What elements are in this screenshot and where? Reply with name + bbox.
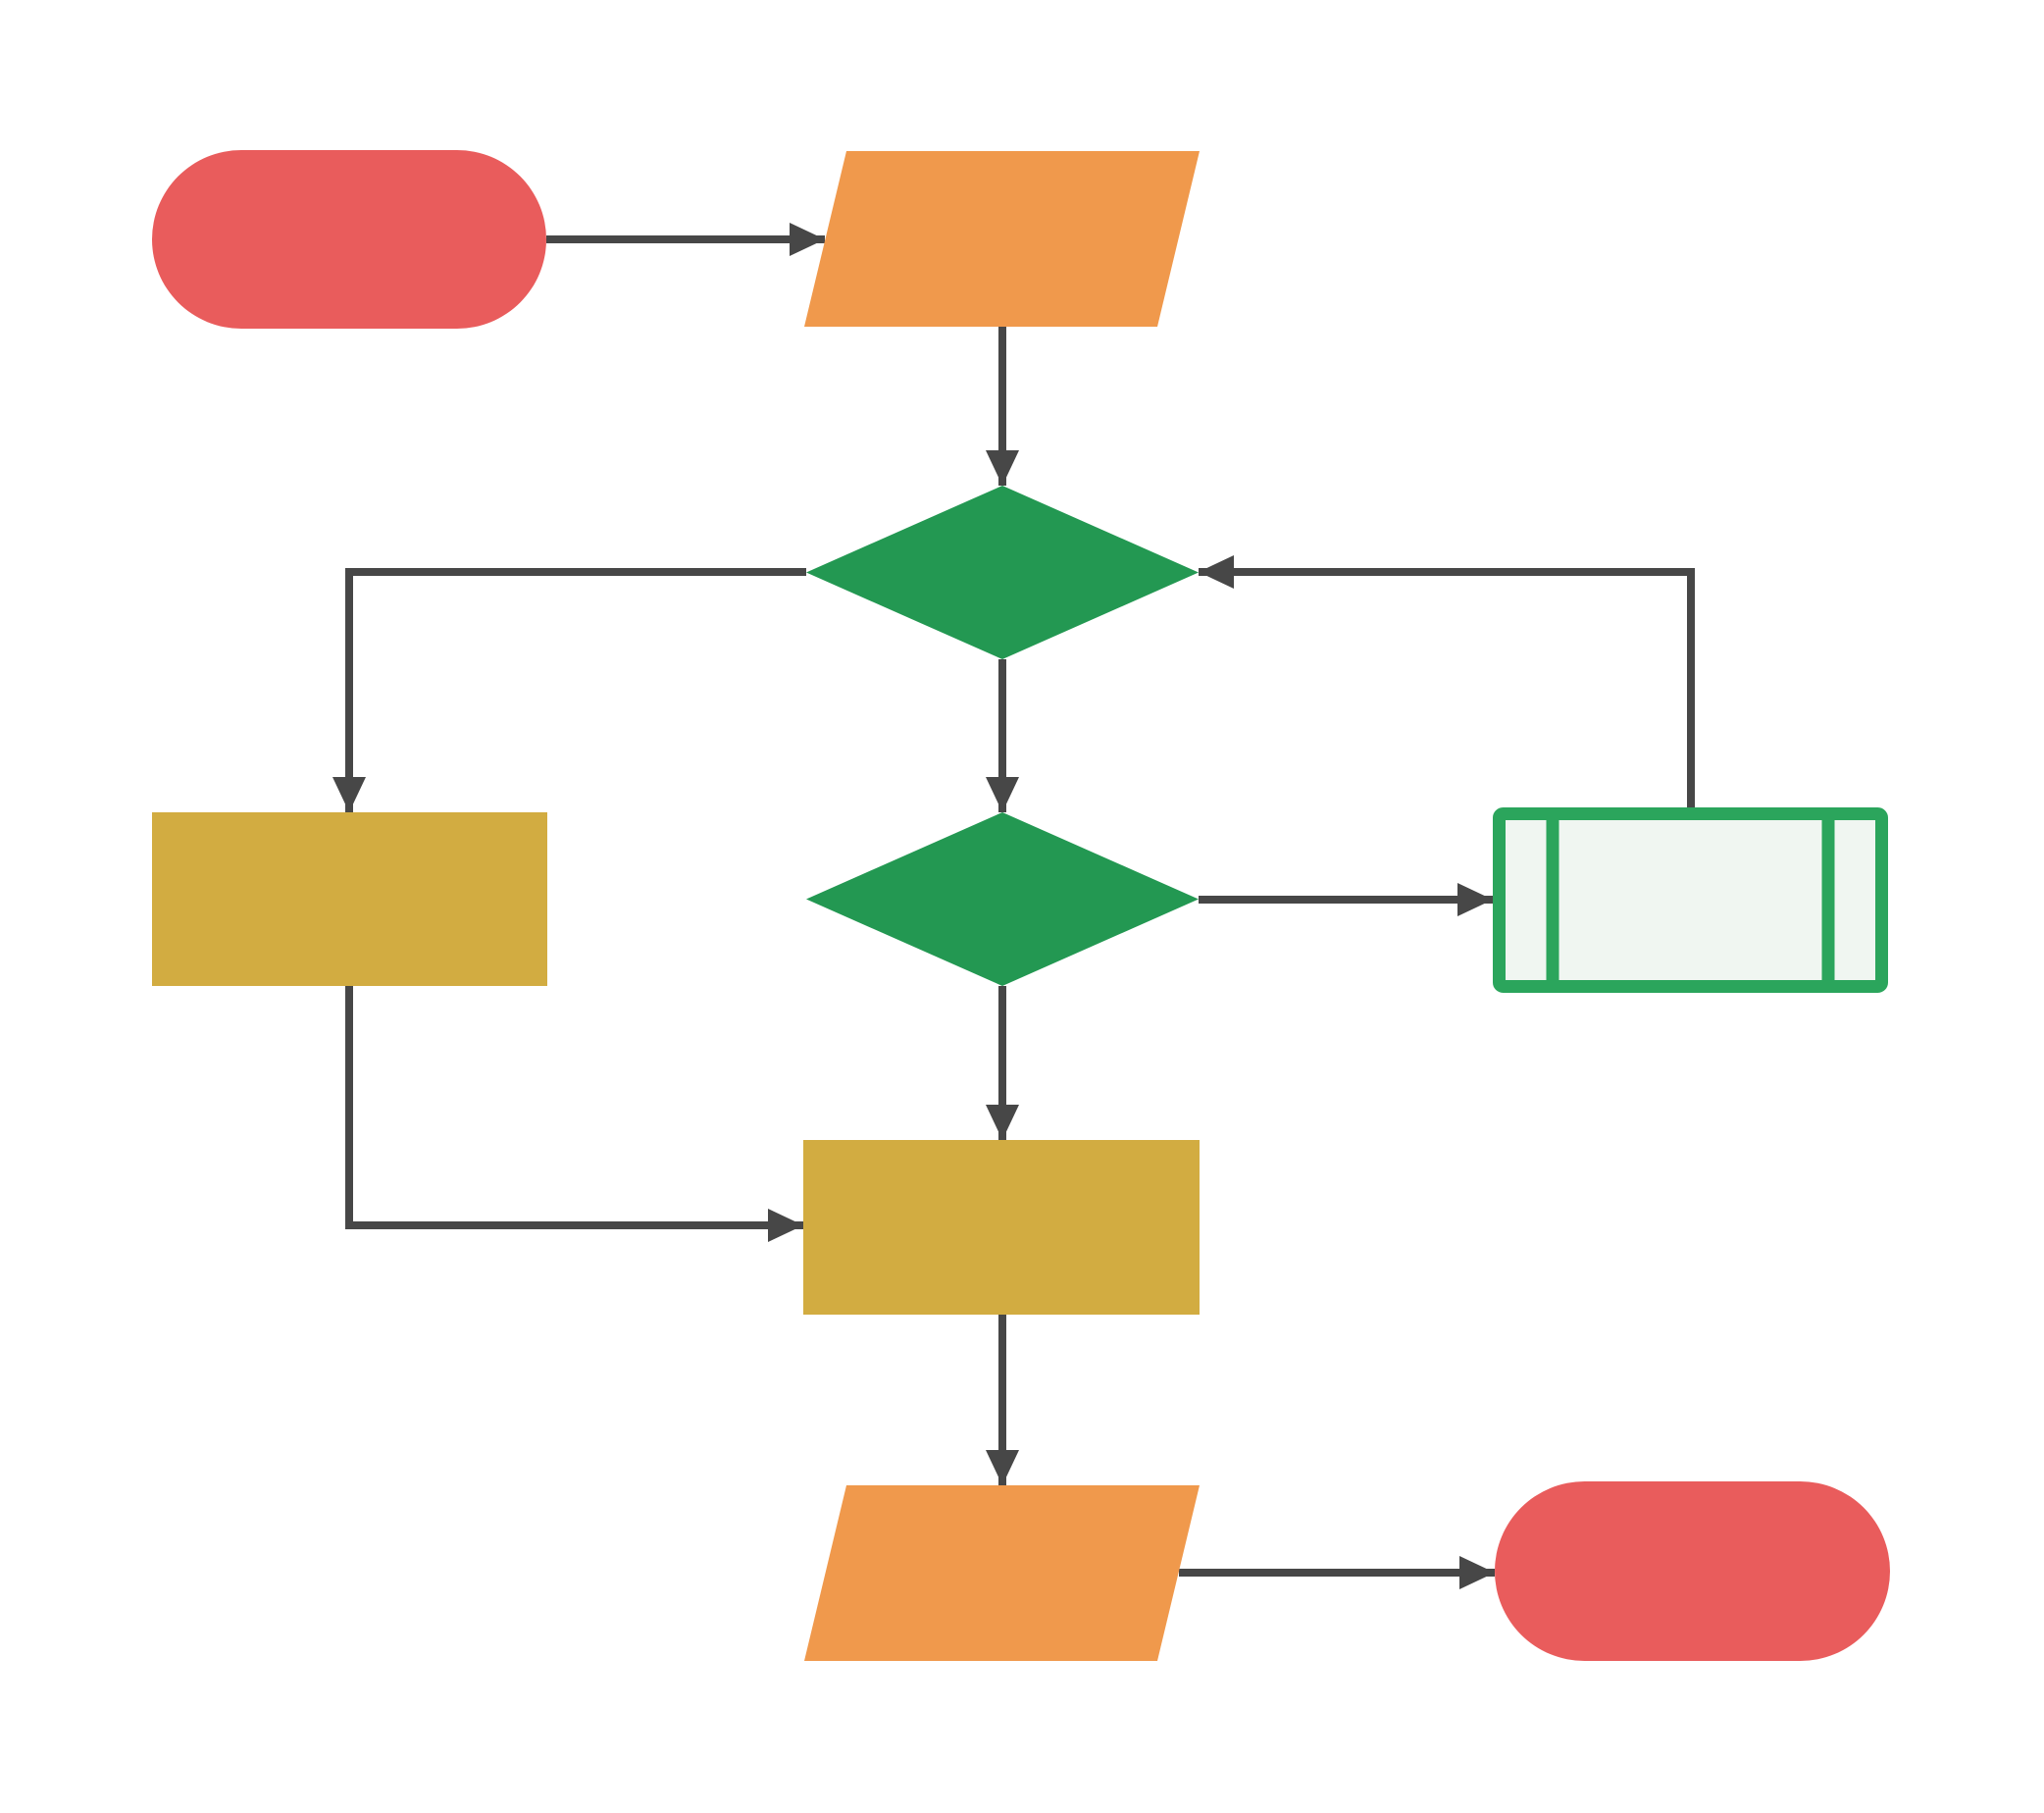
edge-process-left-to-center [345, 986, 803, 1242]
edge-decision1-to-process-left [332, 568, 806, 812]
start-terminator [152, 150, 546, 329]
input-parallelogram [804, 151, 1200, 327]
predefined-process-box [1493, 807, 1888, 993]
decision-diamond-1 [806, 486, 1199, 659]
process-box-center [803, 1140, 1200, 1315]
predefined-process-box-outline [1493, 807, 1888, 993]
end-terminator [1495, 1481, 1890, 1661]
process-box-left [152, 812, 547, 986]
output-parallelogram [804, 1485, 1200, 1661]
decision-diamond-2 [806, 812, 1199, 986]
edge-predefined-to-decision1 [1199, 555, 1695, 807]
